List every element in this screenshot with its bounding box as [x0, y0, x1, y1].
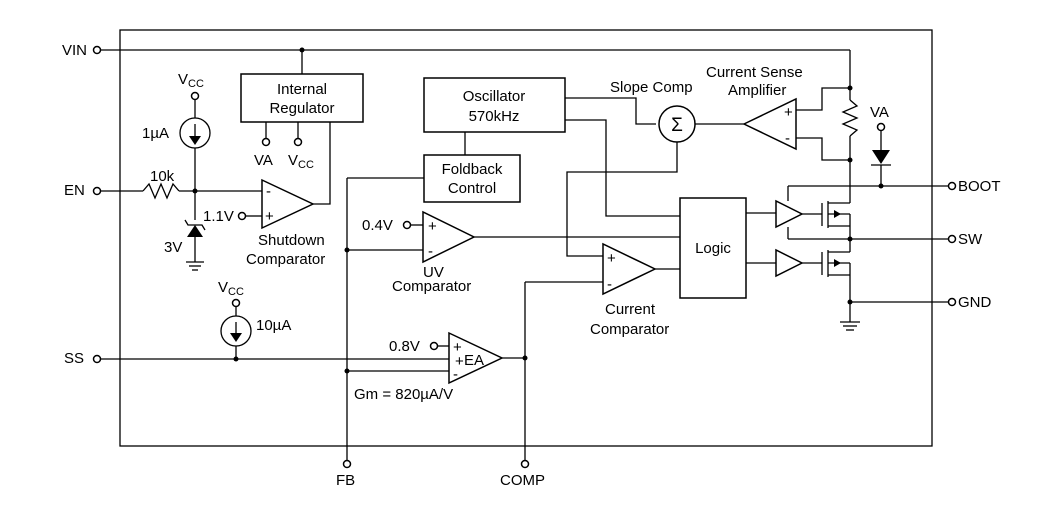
pin-ss-label: SS — [64, 350, 84, 367]
svg-text:570kHz: 570kHz — [469, 108, 520, 125]
ref-1v1-label: 1.1V — [203, 208, 234, 225]
svg-text:+: + — [453, 339, 462, 356]
svg-text:Comparator: Comparator — [392, 278, 471, 295]
svg-text:Amplifier: Amplifier — [728, 82, 786, 99]
vcc-label-regulator: VCC — [288, 152, 314, 171]
svg-text:+: + — [265, 208, 274, 225]
svg-text:+: + — [784, 104, 793, 121]
svg-text:Foldback: Foldback — [442, 161, 503, 178]
svg-text:Σ: Σ — [671, 115, 683, 136]
logic-block — [679, 197, 747, 299]
va-label-diode: VA — [870, 104, 889, 121]
zener-3v-label: 3V — [164, 239, 182, 256]
pin-fb-label: FB — [336, 472, 355, 489]
ref-0v8-label: 0.8V — [389, 338, 420, 355]
svg-text:Comparator: Comparator — [246, 251, 325, 268]
slope-comp-label: Slope Comp — [610, 79, 693, 96]
svg-text:Oscillator: Oscillator — [463, 88, 526, 105]
svg-text:-: - — [607, 276, 612, 293]
vcc-label-top: VCC — [178, 71, 204, 90]
gm-label: Gm = 820µA/V — [354, 386, 453, 403]
svg-text:Current Sense: Current Sense — [706, 64, 803, 81]
svg-text:+: + — [607, 250, 616, 267]
oscillator-block — [423, 77, 566, 133]
pin-gnd — [947, 297, 957, 307]
current-sense-amplifier — [742, 97, 797, 151]
error-amplifier — [448, 331, 504, 385]
svg-text:-: - — [266, 183, 271, 200]
svg-text:Logic: Logic — [695, 240, 731, 257]
pin-boot — [947, 181, 957, 191]
svg-text:Regulator: Regulator — [269, 100, 334, 117]
internal-regulator-block — [240, 73, 364, 123]
ic-boundary — [119, 29, 933, 447]
sense-resistor — [841, 99, 859, 137]
pin-gnd-label: GND — [958, 294, 992, 311]
low-side-driver — [775, 248, 804, 278]
pin-sw-label: SW — [958, 231, 983, 248]
vcc-label-ss: VCC — [218, 279, 244, 298]
svg-text:-: - — [453, 366, 458, 383]
svg-text:Control: Control — [448, 180, 496, 197]
svg-text:Current: Current — [605, 301, 656, 318]
svg-text:+: + — [455, 353, 464, 370]
svg-text:UV: UV — [423, 264, 444, 281]
resistor-10k — [142, 182, 180, 200]
pin-en — [92, 186, 102, 196]
pin-vin-label: VIN — [62, 42, 87, 59]
svg-text:+: + — [428, 218, 437, 235]
svg-text:Internal: Internal — [277, 81, 327, 98]
pin-comp-label: COMP — [500, 472, 545, 489]
pin-comp — [520, 459, 530, 469]
boot-diode — [872, 150, 890, 164]
ea-label: EA — [464, 352, 484, 369]
current-10ua-label: 10µA — [256, 317, 291, 334]
shutdown-comparator — [261, 178, 315, 230]
resistor-10k-label: 10k — [150, 168, 175, 185]
pin-sw — [947, 234, 957, 244]
pin-vin — [92, 45, 102, 55]
svg-text:-: - — [428, 243, 433, 260]
uv-comparator — [422, 210, 476, 264]
svg-text:Shutdown: Shutdown — [258, 232, 325, 249]
current-1ua-label: 1µA — [142, 125, 169, 142]
ref-0v4-label: 0.4V — [362, 217, 393, 234]
pin-fb — [342, 459, 352, 469]
svg-text:-: - — [785, 130, 790, 147]
foldback-control-block — [423, 154, 521, 203]
pin-ss — [92, 354, 102, 364]
va-label-regulator: VA — [254, 152, 273, 169]
pin-boot-label: BOOT — [958, 178, 1001, 195]
pin-en-label: EN — [64, 182, 85, 199]
high-side-driver — [775, 199, 804, 229]
svg-text:Comparator: Comparator — [590, 321, 669, 338]
current-comparator — [602, 242, 657, 296]
zener-diode — [187, 225, 203, 237]
